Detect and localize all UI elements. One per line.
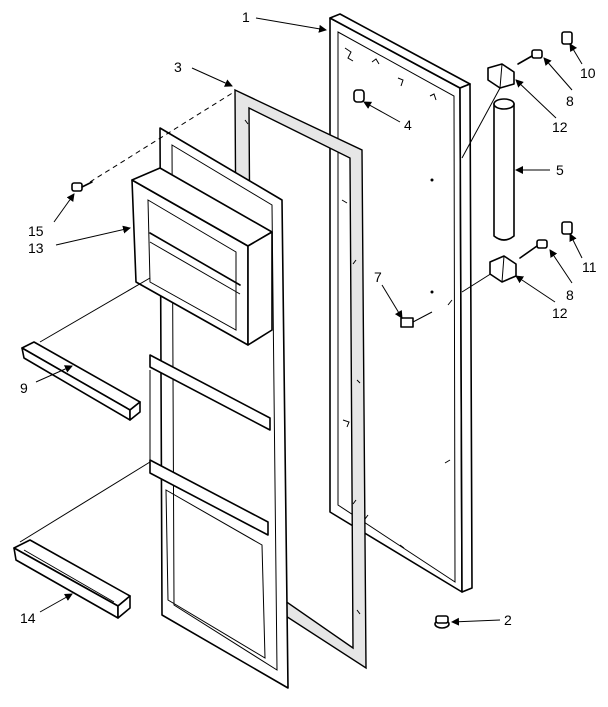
screw-8-upper: [517, 49, 543, 65]
callout-7: 7: [374, 269, 382, 285]
screw-8-lower: [519, 239, 548, 259]
callout-4: 4: [404, 117, 412, 133]
lower-hinge-12: [489, 255, 517, 283]
upper-hinge-12: [487, 63, 515, 89]
handle-5: [493, 98, 515, 241]
callout-12-lower: 12: [552, 305, 568, 321]
callout-15: 15: [28, 223, 44, 239]
callout-12-upper: 12: [552, 119, 568, 135]
lower-trim: [13, 539, 131, 619]
callout-labels: 1 2 3 4 5 7 8 8 9 10 11 12 12 13 14 15: [20, 9, 597, 628]
callout-10: 10: [580, 65, 596, 81]
inner-door-liner: [131, 127, 289, 689]
callout-14: 14: [20, 610, 36, 626]
plug-4: [353, 89, 365, 103]
screw-15: [71, 181, 93, 192]
shelf-trim: [21, 341, 141, 421]
callout-9: 9: [20, 380, 28, 396]
callout-5: 5: [556, 162, 564, 178]
cap-11: [561, 221, 573, 235]
leader-lines: [35, 17, 583, 626]
callout-13: 13: [28, 240, 44, 256]
callout-8-lower: 8: [566, 287, 574, 303]
callout-3: 3: [174, 59, 182, 75]
cap-10: [561, 31, 573, 45]
callout-2: 2: [504, 612, 512, 628]
callout-8-upper: 8: [566, 93, 574, 109]
bracket-7: [400, 311, 433, 328]
door-stop-2: [434, 615, 450, 629]
callout-1: 1: [242, 9, 250, 25]
callout-11: 11: [582, 259, 597, 275]
